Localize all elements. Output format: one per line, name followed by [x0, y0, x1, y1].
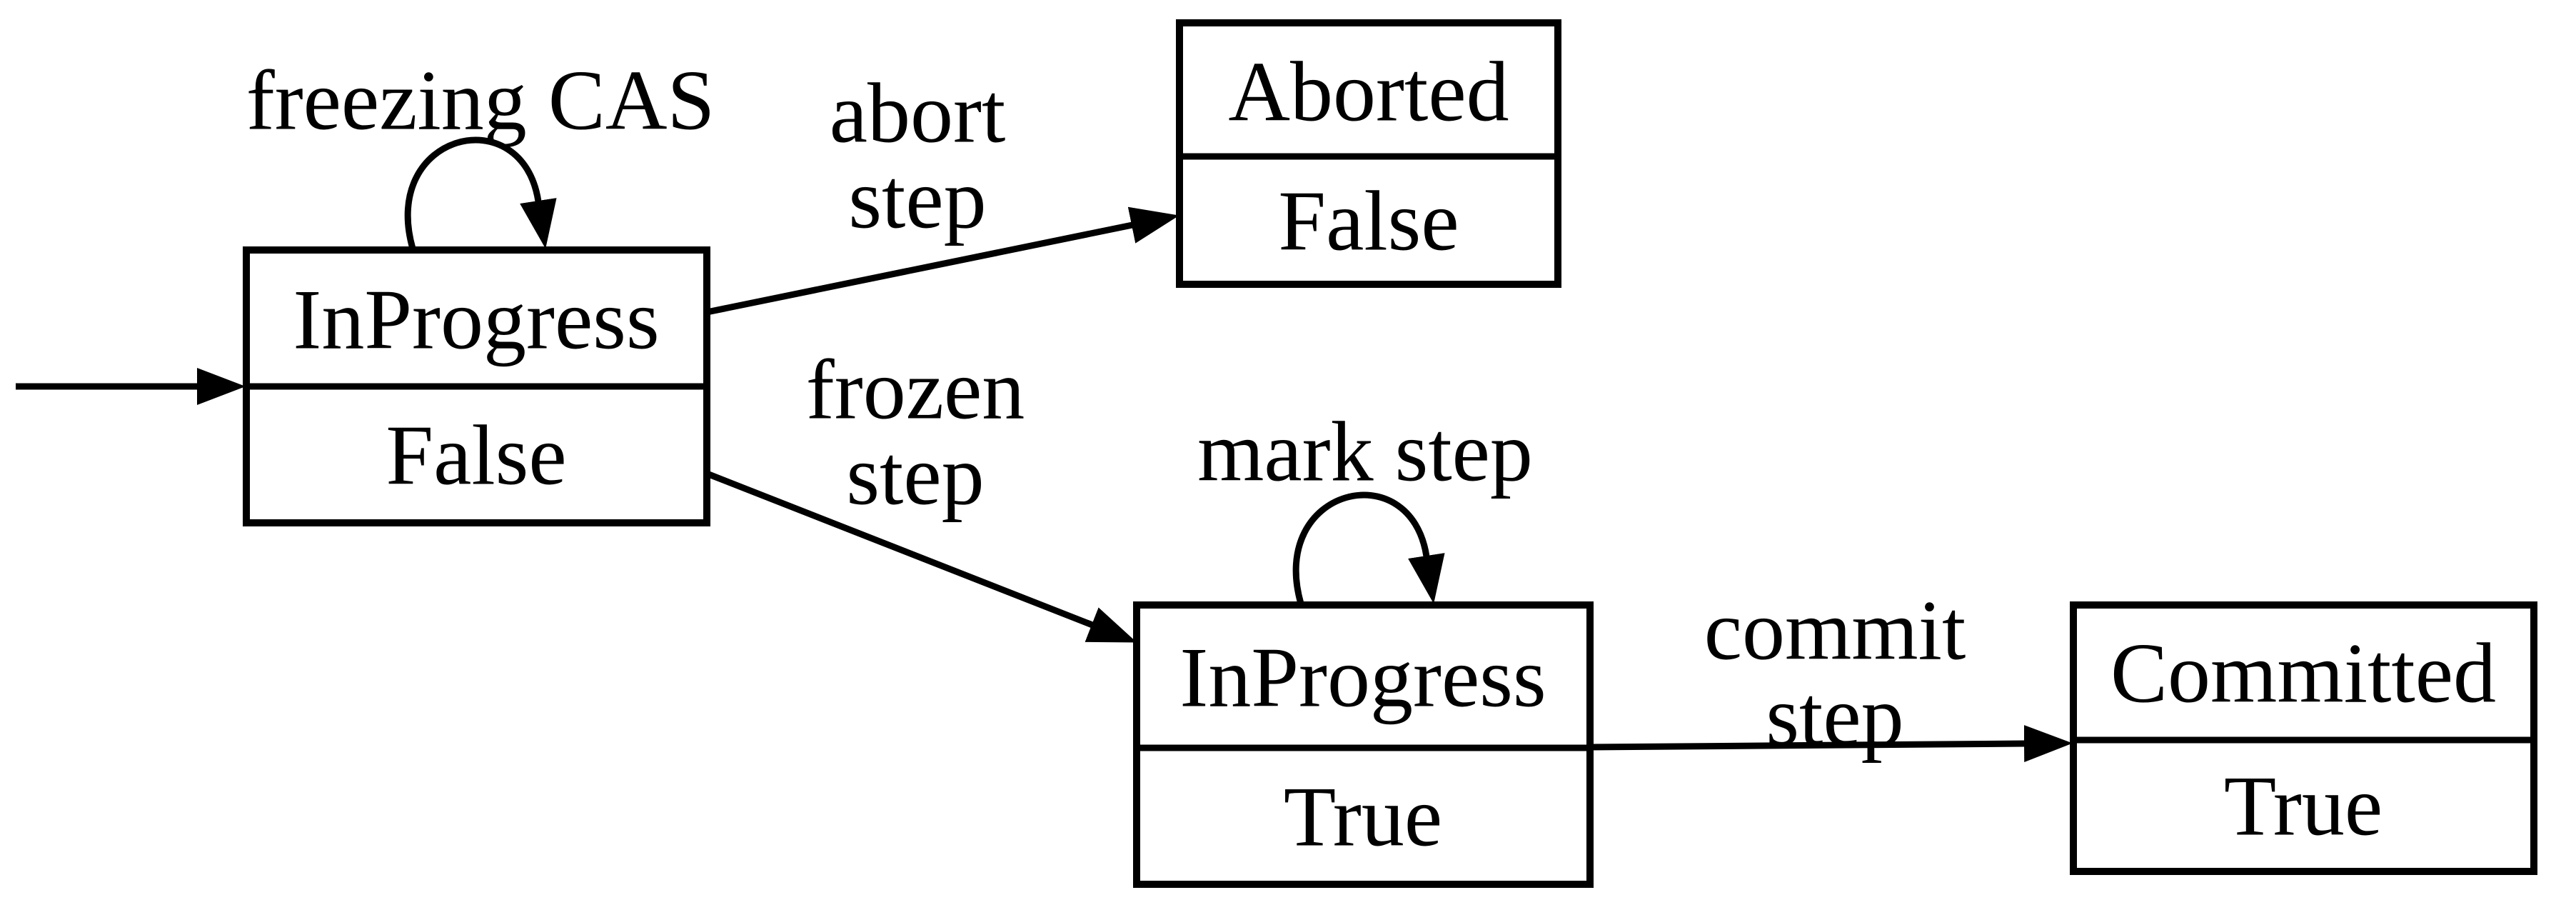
transition-frozen-step	[705, 470, 1137, 643]
node-value: True	[2224, 759, 2383, 854]
transition-commit-step	[1589, 725, 2073, 763]
self-loop-freezing-cas	[404, 136, 557, 250]
node-value: False	[1278, 174, 1459, 269]
edge-label-freezing-cas: freezing CAS	[246, 53, 715, 148]
state-node-inprogress-false: InProgress False	[243, 246, 710, 526]
edge-label-commit-line1: commit	[1704, 583, 1966, 678]
edge-label-mark-step: mark step	[1197, 404, 1533, 499]
edge-label-frozen-line2: step	[846, 428, 984, 523]
node-title: InProgress	[293, 272, 659, 367]
node-value: False	[386, 408, 566, 503]
node-title: Committed	[2110, 626, 2496, 721]
state-node-inprogress-true: InProgress True	[1133, 601, 1594, 888]
edge-label-abort-line1: abort	[830, 66, 1006, 161]
edge-label-abort-line2: step	[848, 151, 986, 246]
transition-abort-step	[706, 206, 1179, 316]
node-value: True	[1284, 769, 1442, 864]
state-node-committed-true: Committed True	[2070, 601, 2537, 875]
edge-label-frozen-line1: frozen	[806, 342, 1025, 437]
node-title: Aborted	[1228, 44, 1509, 139]
state-node-aborted-false: Aborted False	[1176, 19, 1561, 288]
edge-label-commit-line2: step	[1766, 669, 1903, 764]
node-title: InProgress	[1179, 630, 1546, 725]
self-loop-mark-step	[1292, 491, 1445, 605]
